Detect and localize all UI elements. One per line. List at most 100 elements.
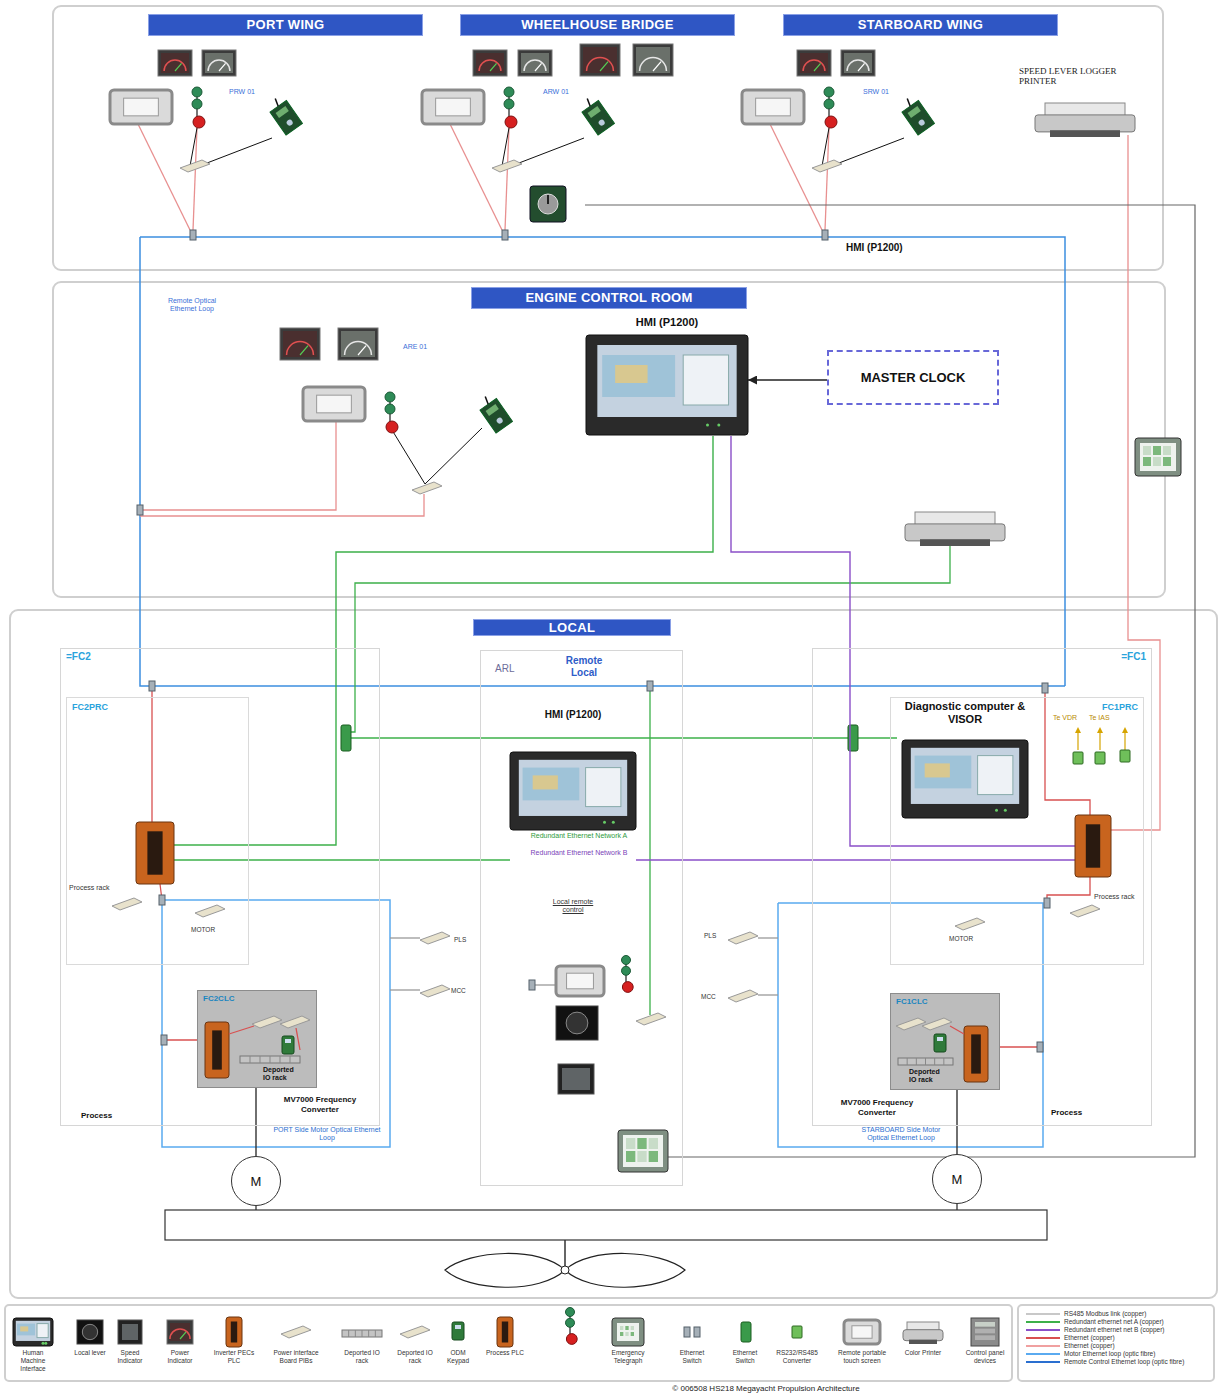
indicator-face [341, 331, 375, 357]
button-stack-icon [622, 956, 634, 993]
hmi-screen-icon [902, 740, 1028, 818]
board-chip [276, 106, 289, 118]
legend-line-sample [1026, 1321, 1060, 1323]
hmi-screen: HMI (P1200) [510, 708, 636, 868]
legend-text: RS232/RS485 Converter [772, 1349, 822, 1365]
touch-cell [1143, 457, 1151, 466]
rack-divider [375, 1330, 376, 1337]
indicator-scale [524, 60, 546, 71]
screen-map-land [925, 763, 950, 777]
legend-text: Redundant ethernet net A (copper) [1064, 1318, 1164, 1326]
red-button [622, 982, 633, 993]
legend-text: Ethernet (copper) [1064, 1342, 1115, 1350]
board-chip [908, 106, 921, 118]
node-caption: Remote Local [553, 655, 615, 679]
indicator-scale [287, 342, 314, 355]
propeller-blade [445, 1253, 565, 1287]
wire [956, 1204, 957, 1210]
keypad-display [937, 1037, 943, 1041]
node-title: FC2PRC [72, 702, 108, 712]
process-plc-icon [205, 1022, 229, 1078]
plc-body [136, 822, 174, 884]
printer-body [1035, 115, 1135, 132]
plc-slot [971, 1034, 981, 1073]
shaft-line [165, 1210, 1047, 1240]
indicator-face [161, 53, 189, 73]
connector [748, 379, 827, 380]
legend-text: Ethernet Switch [672, 1349, 712, 1365]
touch-frame [612, 1318, 644, 1346]
wire [140, 237, 1065, 686]
rack-divider [348, 1330, 349, 1337]
panel-frame [844, 1320, 880, 1344]
red-button [566, 1334, 577, 1345]
board [480, 399, 512, 433]
fibre-connector-icon [684, 1327, 690, 1337]
interface-board-icon [112, 898, 142, 910]
node-title: HMI (P1200) [510, 708, 636, 722]
touch-cell [631, 1332, 634, 1336]
wire [585, 205, 1195, 1157]
converter-icon [792, 1326, 802, 1338]
wire [392, 430, 425, 484]
rack-bar [342, 1330, 382, 1337]
indicator-scale [640, 58, 667, 71]
indicator-icon [518, 50, 552, 76]
connector [255, 1088, 256, 1156]
legend-text: Ethernet Switch [725, 1349, 765, 1365]
wire [190, 128, 197, 166]
button-stack-icon [824, 87, 837, 128]
rack-divider [260, 1056, 261, 1063]
legend-panel [1018, 1305, 1214, 1381]
wire [890, 859, 1075, 860]
diagram-label: MCC [700, 993, 717, 1000]
panel-display [124, 98, 159, 116]
board [902, 101, 934, 135]
red-button [825, 116, 837, 128]
control-board-icon [475, 392, 512, 433]
fibre-connector-icon [694, 1327, 700, 1337]
screen-led [603, 821, 606, 824]
area-panel [10, 610, 1217, 1298]
indicator-scale [345, 342, 372, 355]
indicator-face [562, 1068, 590, 1090]
node-title: HMI (P1200) [586, 314, 748, 330]
node-title: STARBOARD WING [784, 15, 1057, 35]
diagram-label: MCC [450, 987, 467, 994]
indicator-frame [167, 1320, 193, 1344]
indicator-scale [847, 60, 869, 71]
diagram-label: SPEED LEVER LOGGER PRINTER [1018, 66, 1145, 87]
indicator-icon [202, 50, 236, 76]
printer-tray [909, 1340, 937, 1344]
wire [1111, 135, 1160, 830]
screen-led [995, 809, 998, 812]
touch-cell [626, 1138, 635, 1149]
legend-line-sample [1026, 1353, 1060, 1355]
indicator-needle [175, 63, 182, 71]
signal-arrow [1122, 727, 1128, 733]
printer-icon [905, 512, 1005, 546]
converter-ground [197, 990, 317, 1088]
indicator-face [800, 53, 828, 73]
touch-cell [625, 1332, 628, 1336]
diagram-label: Process rack [68, 884, 110, 892]
wire [758, 937, 778, 938]
wire [758, 994, 778, 995]
touch-screen-icon [618, 1130, 668, 1172]
board-cable [274, 99, 280, 107]
panel-display [567, 973, 594, 989]
fibre-connector-icon [822, 230, 828, 240]
diagram-label: PLS [453, 936, 467, 943]
node-title: Diagnostic computer & VISOR [897, 700, 1033, 726]
diagnostic-computer: Diagnostic computer & VISOR [897, 700, 1033, 818]
screen-led [717, 424, 720, 427]
touch-cell [1143, 446, 1151, 455]
legend-text: RS485 Modbus link (copper) [1064, 1310, 1146, 1318]
indicator-icon [473, 50, 507, 76]
fibre-connector-icon [1037, 1042, 1043, 1052]
green-button [192, 99, 202, 109]
diagram-label: PORT Side Motor Optical Ethernet Loop [270, 1126, 384, 1142]
indicator-face [521, 53, 549, 73]
keypad-display [285, 1039, 291, 1043]
